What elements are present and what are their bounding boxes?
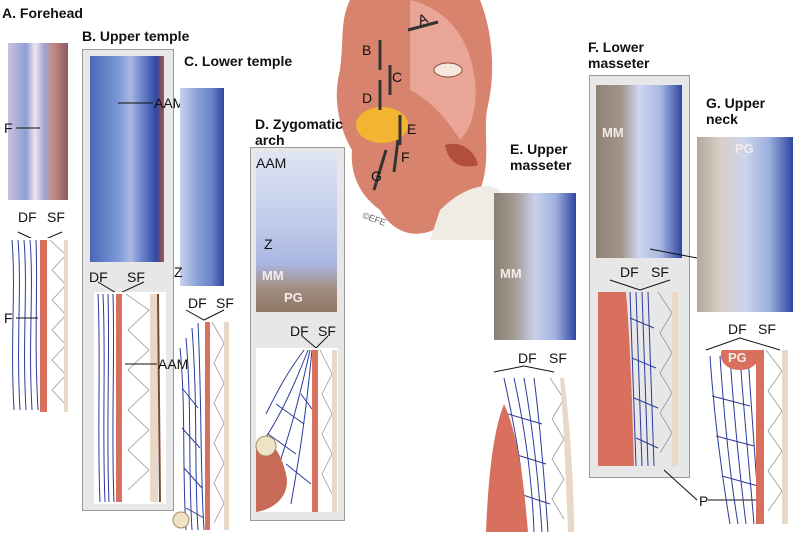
panel-g-histology — [697, 137, 793, 312]
panel-f-title-line2: masseter — [588, 55, 650, 71]
face-marker-f: F — [401, 149, 410, 165]
panel-g-title-line2: neck — [706, 111, 738, 127]
panel-e-title-line2: masseter — [510, 157, 572, 173]
panel-d-drawing — [255, 335, 338, 512]
panel-c-histology — [180, 88, 224, 286]
panel-f-histology — [596, 85, 682, 258]
label-mm-d: MM — [262, 268, 284, 283]
face-marker-c: C — [392, 69, 403, 85]
panel-f-drawing — [598, 279, 678, 467]
label-pg-g2: PG — [728, 350, 747, 365]
label-sf-a: SF — [47, 209, 65, 225]
label-p-f2: P — [699, 493, 709, 509]
panel-d-title-line1: D. Zygomatic — [255, 116, 343, 132]
label-sf-g: SF — [758, 321, 776, 337]
label-df-b: DF — [89, 269, 108, 285]
panel-e-drawing — [486, 365, 574, 533]
panel-a-histology — [8, 43, 68, 200]
label-z-c: Z — [174, 264, 183, 280]
panel-f-title-line1: F. Lower — [588, 39, 645, 55]
label-sf-e: SF — [549, 350, 567, 366]
panel-c-drawing — [172, 309, 229, 531]
label-sf-b: SF — [127, 269, 145, 285]
label-mm-e: MM — [500, 266, 522, 281]
face-marker-d: D — [362, 90, 373, 106]
label-sf-c: SF — [216, 295, 234, 311]
face-anatomy-illustration — [336, 0, 500, 240]
panel-b-drawing — [94, 281, 166, 504]
panel-d-title-line2: arch — [255, 132, 285, 148]
panel-c-title: C. Lower temple — [184, 53, 293, 69]
panel-d-histology — [256, 152, 337, 312]
face-marker-b: B — [362, 42, 372, 58]
label-aam-d1: AAM — [256, 155, 287, 171]
panel-b-title: B. Upper temple — [82, 28, 190, 44]
panel-g-title-line1: G. Upper — [706, 95, 766, 111]
label-df-f: DF — [620, 264, 639, 280]
label-df-e: DF — [518, 350, 537, 366]
label-sf-d: SF — [318, 323, 336, 339]
panel-a-title: A. Forehead — [2, 5, 83, 21]
label-pg-g1: PG — [735, 141, 754, 156]
label-mm-f: MM — [602, 125, 624, 140]
panel-a-drawing — [8, 231, 70, 413]
label-df-g: DF — [728, 321, 747, 337]
panel-e-histology — [494, 193, 576, 340]
panel-g-drawing — [705, 337, 788, 525]
face-marker-e: E — [407, 121, 417, 137]
panel-e-title-line1: E. Upper — [510, 141, 568, 157]
label-aam-b: AAM — [154, 95, 185, 111]
panel-b-histology — [90, 56, 164, 262]
label-df-a: DF — [18, 209, 37, 225]
label-df-d: DF — [290, 323, 309, 339]
label-pg-d: PG — [284, 290, 303, 305]
label-f-a2: F — [4, 310, 13, 326]
label-sf-f: SF — [651, 264, 669, 280]
label-df-c: DF — [188, 295, 207, 311]
label-z-d: Z — [264, 236, 273, 252]
face-marker-g: G — [371, 168, 382, 184]
label-f-a1: F — [4, 120, 13, 136]
